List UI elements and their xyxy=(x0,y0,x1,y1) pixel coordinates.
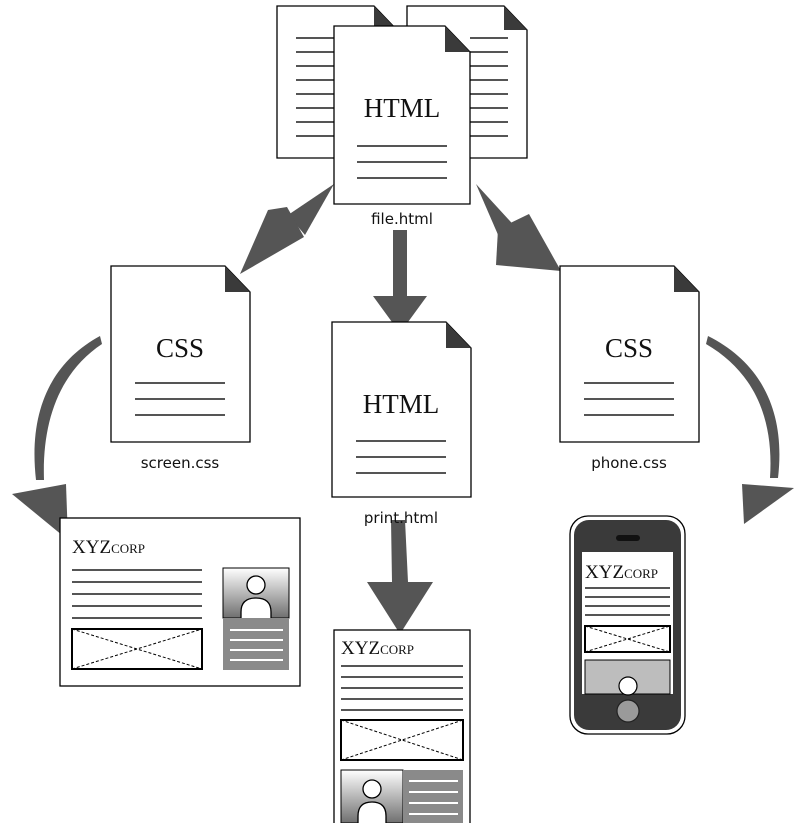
photo-placeholder-icon xyxy=(222,567,290,619)
arrow-icon xyxy=(240,184,334,274)
phone-brand-logo: XYZCORP xyxy=(585,562,658,583)
document-icon xyxy=(445,26,470,52)
print-filename-label: print.html xyxy=(364,509,438,527)
screen-brand-logo: XYZCORP xyxy=(72,537,145,558)
document-icon xyxy=(674,266,699,292)
screen-css-document: CSS xyxy=(110,265,251,443)
image-placeholder-icon xyxy=(71,628,203,670)
source-doc-type-label: HTML xyxy=(364,93,441,123)
arrow-icon xyxy=(706,336,794,524)
print-layout-mockup: XYZCORP xyxy=(333,629,471,823)
source-filename-label: file.html xyxy=(371,210,433,228)
image-placeholder-icon xyxy=(584,625,671,653)
screen-filename-label: screen.css xyxy=(141,454,220,472)
print-doc-type-label: HTML xyxy=(363,389,440,419)
screen-doc-type-label: CSS xyxy=(156,333,204,363)
smartphone-icon: XYZCORP xyxy=(569,515,686,735)
arrow-icon xyxy=(12,336,102,540)
phone-home-button xyxy=(616,699,640,723)
photo-placeholder-icon xyxy=(584,659,671,696)
arrow-icon xyxy=(367,520,433,634)
print-brand-logo: XYZCORP xyxy=(341,638,414,659)
screen-layout-mockup: XYZCORP xyxy=(59,517,301,687)
arrow-icon xyxy=(476,184,561,271)
photo-placeholder-icon xyxy=(340,769,404,823)
phone-filename-label: phone.css xyxy=(591,454,667,472)
source-html-document: HTML xyxy=(333,25,471,205)
document-icon xyxy=(225,266,250,292)
image-placeholder-icon xyxy=(340,719,464,761)
phone-css-document: CSS xyxy=(559,265,700,443)
arrow-icon xyxy=(373,230,427,333)
print-html-document: HTML xyxy=(331,321,472,498)
phone-doc-type-label: CSS xyxy=(605,333,653,363)
document-icon xyxy=(446,322,471,348)
